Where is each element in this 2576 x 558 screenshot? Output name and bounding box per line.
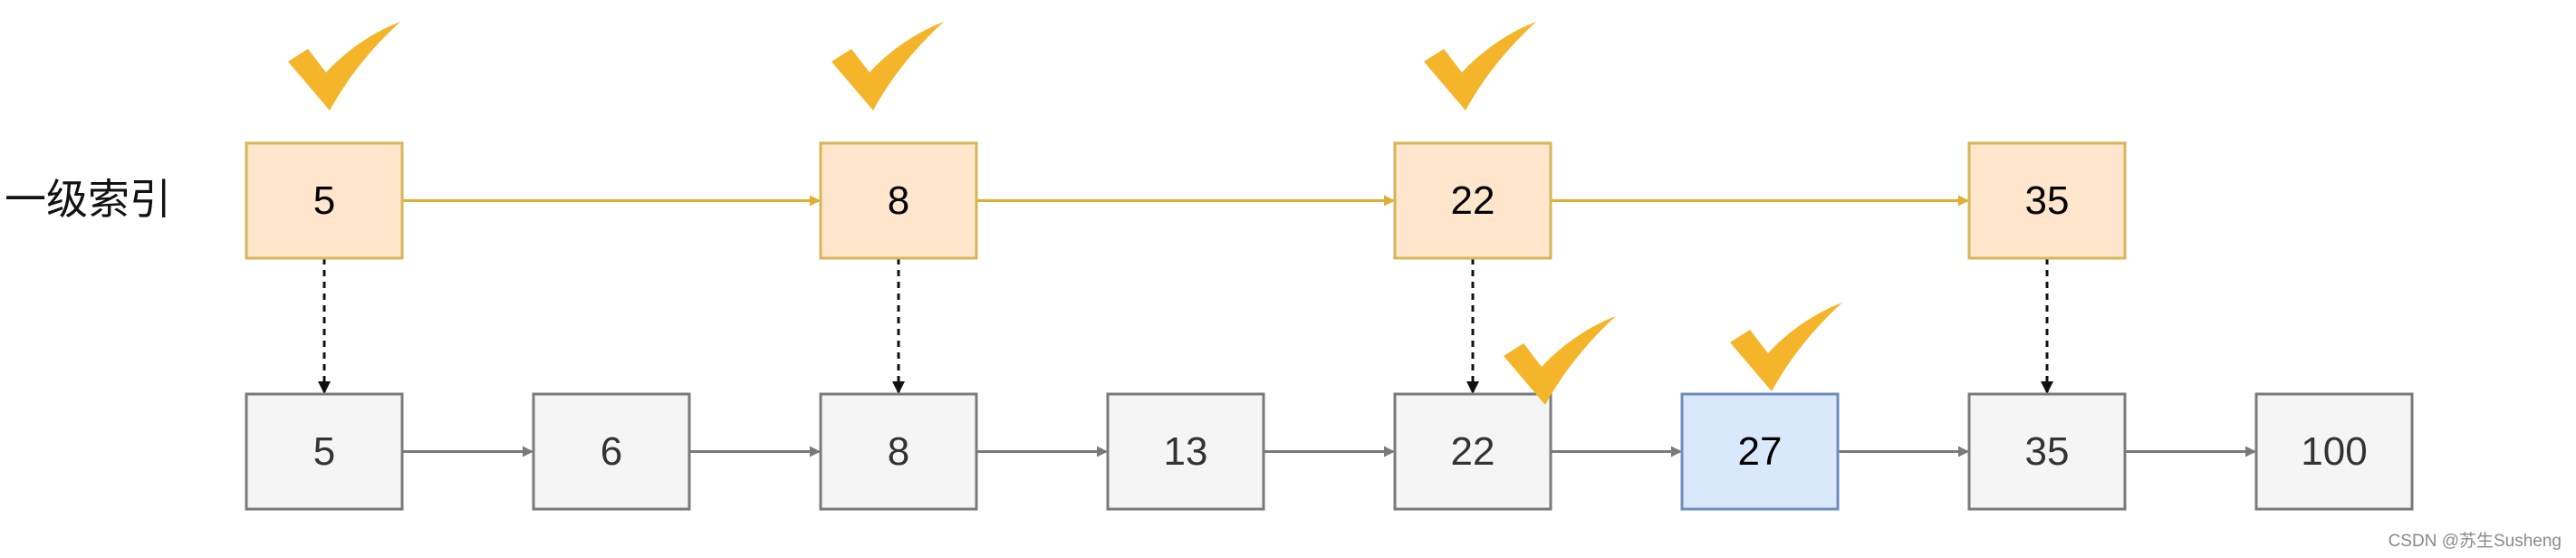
base-node: 100	[2254, 392, 2414, 511]
base-node-label: 13	[1164, 429, 1208, 474]
check-icon	[1504, 316, 1616, 405]
index-node: 5	[245, 141, 404, 260]
base-node-label: 22	[1451, 429, 1495, 474]
base-node: 22	[1393, 392, 1552, 511]
base-node-label: 8	[888, 429, 909, 474]
index-level-label: 一级索引	[5, 175, 171, 224]
index-node-label: 5	[313, 178, 335, 223]
check-icon	[1730, 303, 1842, 391]
index-node: 8	[819, 141, 978, 260]
check-icon	[288, 22, 400, 111]
index-node: 35	[1967, 141, 2127, 260]
base-node: 35	[1967, 392, 2127, 511]
base-node: 6	[532, 392, 691, 511]
check-marks	[288, 22, 1842, 405]
base-node-box	[1680, 392, 1840, 511]
base-node-label: 5	[313, 429, 335, 474]
drop-connectors	[318, 258, 2053, 394]
base-row: 5 6 8 13 22 27 35 100	[245, 392, 2414, 511]
base-node-box	[1393, 392, 1552, 511]
base-node-label: 100	[2301, 429, 2367, 474]
base-node-box	[1106, 392, 1265, 511]
base-node-box	[532, 392, 691, 511]
watermark: CSDN @苏生Susheng	[2389, 531, 2562, 551]
index-node-label: 22	[1451, 178, 1495, 223]
index-node-box	[819, 141, 978, 260]
check-icon	[1424, 22, 1536, 111]
base-node-box	[1967, 392, 2127, 511]
index-node-label: 8	[888, 178, 909, 223]
base-node-highlighted: 27	[1680, 392, 1840, 511]
index-node-box	[1967, 141, 2127, 260]
index-node-box	[1393, 141, 1552, 260]
index-node: 22	[1393, 141, 1552, 260]
base-node-label: 27	[1738, 429, 1783, 474]
base-node-box	[245, 392, 404, 511]
base-node: 5	[245, 392, 404, 511]
base-node: 8	[819, 392, 978, 511]
base-node-label: 35	[2025, 429, 2070, 474]
base-node: 13	[1106, 392, 1265, 511]
check-icon	[831, 22, 944, 111]
base-node-label: 6	[601, 429, 622, 474]
base-node-box	[2254, 392, 2414, 511]
base-node-box	[819, 392, 978, 511]
index-node-box	[245, 141, 404, 260]
index-node-label: 35	[2025, 178, 2070, 223]
index-row: 5 8 22 35	[245, 141, 2127, 260]
